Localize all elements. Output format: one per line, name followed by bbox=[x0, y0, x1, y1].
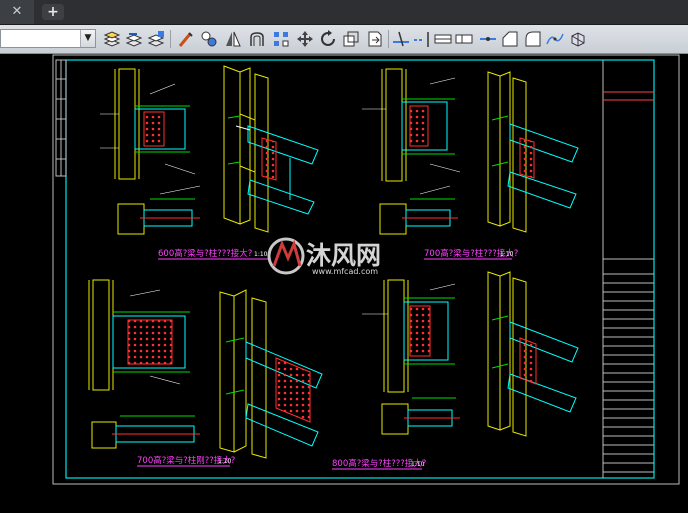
caption-bottom-right-scale: 1:10 bbox=[411, 461, 425, 468]
chevron-down-icon[interactable]: ▼ bbox=[80, 30, 95, 47]
layer-previous-icon[interactable] bbox=[125, 30, 143, 48]
sheet-border bbox=[52, 54, 680, 485]
cad-drawing: 600高?梁与?柱???接大? 1:10 700高?梁与?柱???接大? 1:1… bbox=[52, 54, 680, 485]
toolbar-separator bbox=[170, 30, 171, 48]
mirror-icon[interactable] bbox=[224, 30, 242, 48]
fillet-icon[interactable] bbox=[524, 30, 542, 48]
offset-icon[interactable] bbox=[248, 30, 266, 48]
detail-top-right bbox=[362, 68, 579, 235]
binding-strip bbox=[55, 59, 67, 177]
trim-icon[interactable] bbox=[392, 30, 410, 48]
drawing-canvas[interactable]: 600高?梁与?柱???接大? 1:10 700高?梁与?柱???接大? 1:1… bbox=[0, 54, 688, 513]
layer-iso-icon[interactable] bbox=[147, 30, 165, 48]
match-properties-icon[interactable] bbox=[177, 30, 195, 48]
move-icon[interactable] bbox=[296, 30, 314, 48]
watermark-url: www.mfcad.com bbox=[312, 267, 378, 276]
caption-bottom-left-scale: 1:10 bbox=[218, 458, 232, 465]
join-icon[interactable] bbox=[479, 30, 497, 48]
close-tab-icon[interactable]: ✕ bbox=[0, 0, 34, 24]
detail-top-left bbox=[100, 65, 319, 235]
document-tab-bar: ✕ + bbox=[0, 0, 688, 25]
layer-dropdown[interactable]: ▼ bbox=[0, 29, 96, 48]
detail-bottom-right bbox=[362, 271, 579, 437]
caption-top-left: 600高?梁与?柱???接大? bbox=[158, 248, 252, 259]
blend-curves-icon[interactable] bbox=[546, 30, 564, 48]
array-icon[interactable] bbox=[272, 30, 290, 48]
copy-icon[interactable] bbox=[200, 30, 218, 48]
caption-bottom-right: 800高?梁与?柱???接大? bbox=[332, 458, 426, 469]
watermark-logo-icon bbox=[267, 237, 305, 275]
toolbar-separator bbox=[388, 30, 389, 48]
drawing-frame bbox=[65, 59, 655, 479]
chamfer-icon[interactable] bbox=[501, 30, 519, 48]
caption-top-left-scale: 1:10 bbox=[254, 251, 268, 258]
title-block bbox=[602, 60, 654, 478]
modify-toolbar: ▼ bbox=[0, 25, 688, 54]
caption-top-right-scale: 1:10 bbox=[500, 251, 514, 258]
rotate-icon[interactable] bbox=[319, 30, 337, 48]
layer-state-icon[interactable] bbox=[103, 30, 121, 48]
break-icon[interactable] bbox=[455, 30, 473, 48]
watermark-brand: 沐风网 bbox=[306, 241, 381, 270]
extend-icon[interactable] bbox=[413, 30, 431, 48]
stretch-icon[interactable] bbox=[366, 30, 384, 48]
scale-icon[interactable] bbox=[342, 30, 360, 48]
caption-top-right: 700高?梁与?柱???接大? bbox=[424, 248, 518, 259]
break-at-point-icon[interactable] bbox=[434, 30, 452, 48]
detail-bottom-left bbox=[88, 279, 323, 459]
explode-icon[interactable] bbox=[569, 30, 587, 48]
watermark: 沐风网 www.mfcad.com bbox=[267, 237, 381, 276]
new-tab-button[interactable]: + bbox=[42, 4, 64, 20]
caption-bottom-left: 700高?梁与?柱刚??接大? bbox=[137, 455, 235, 466]
